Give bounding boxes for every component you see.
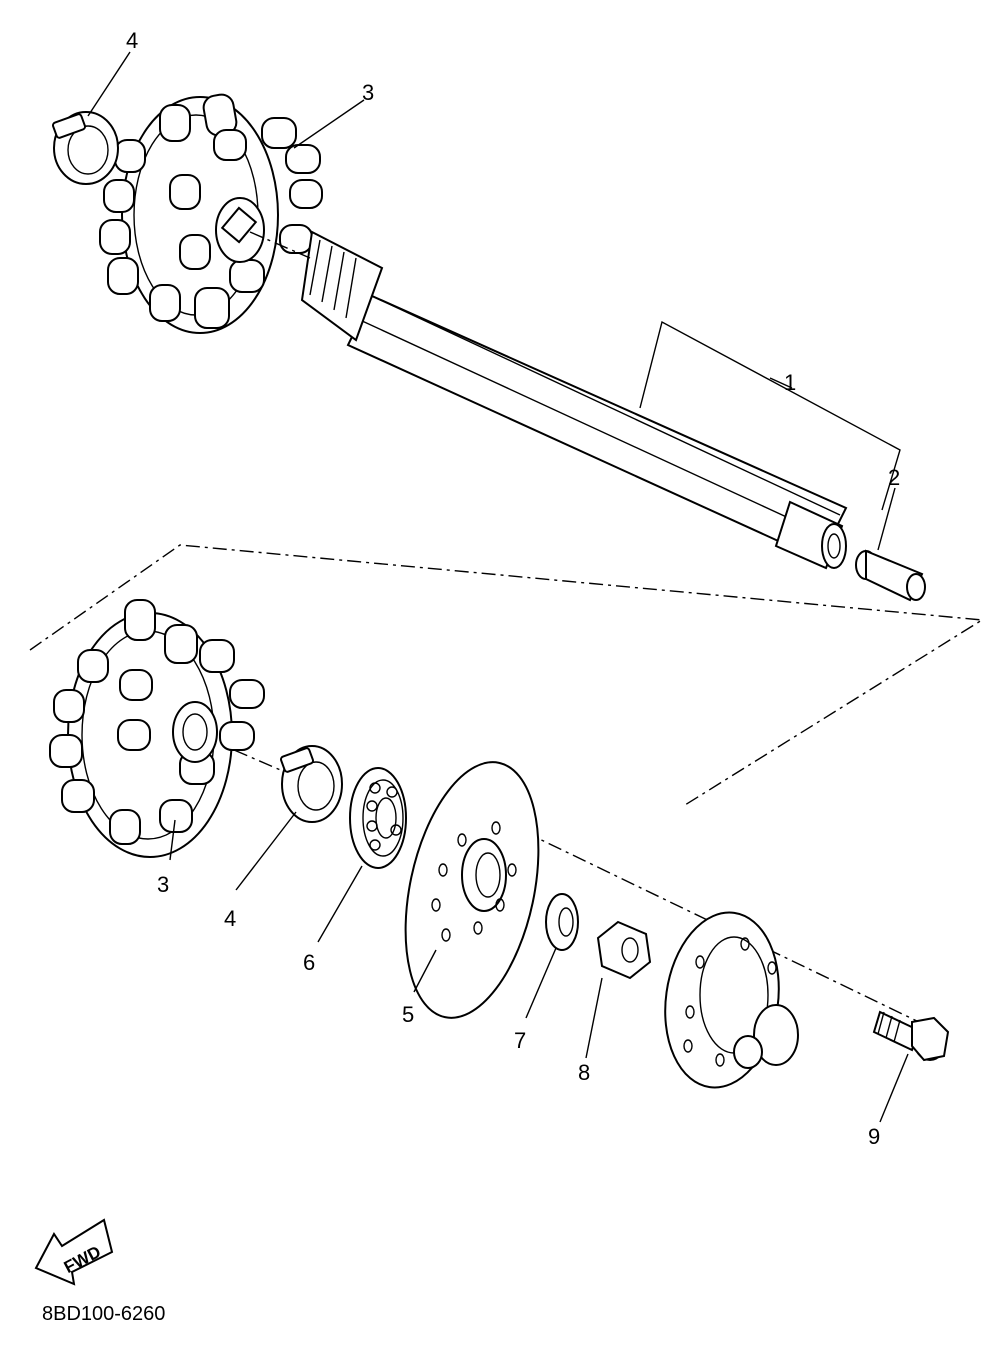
assembly-outline [29,544,985,806]
sprocket-upper [99,93,323,334]
callout-7: 7 [514,1028,526,1053]
callout-4-lower: 4 [224,906,236,931]
center-line-lower [159,717,293,776]
clamp-lower [280,745,343,823]
bolt [872,1010,950,1062]
clamp-upper [52,111,119,185]
callout-9: 9 [868,1124,880,1149]
hub-assembly [664,911,799,1089]
callout-3-upper: 3 [362,80,374,105]
bearing [349,767,407,869]
plug-part [855,549,926,602]
sprocket-lower [49,599,265,858]
part-code: 8BD100-6260 [42,1303,165,1325]
leader-lines [87,51,909,1123]
callout-8: 8 [578,1060,590,1085]
flange-plate [404,761,540,1019]
washer [545,893,579,951]
fwd-arrow-icon: FWD [34,1218,114,1286]
callout-5: 5 [402,1002,414,1027]
callout-6: 6 [303,950,315,975]
callout-3-lower: 3 [157,872,169,897]
callout-2: 2 [888,465,900,490]
center-line-upper [249,231,311,259]
drive-shaft [300,230,901,570]
callout-1: 1 [784,370,796,395]
callout-4-upper: 4 [126,28,138,53]
nut [596,920,652,980]
